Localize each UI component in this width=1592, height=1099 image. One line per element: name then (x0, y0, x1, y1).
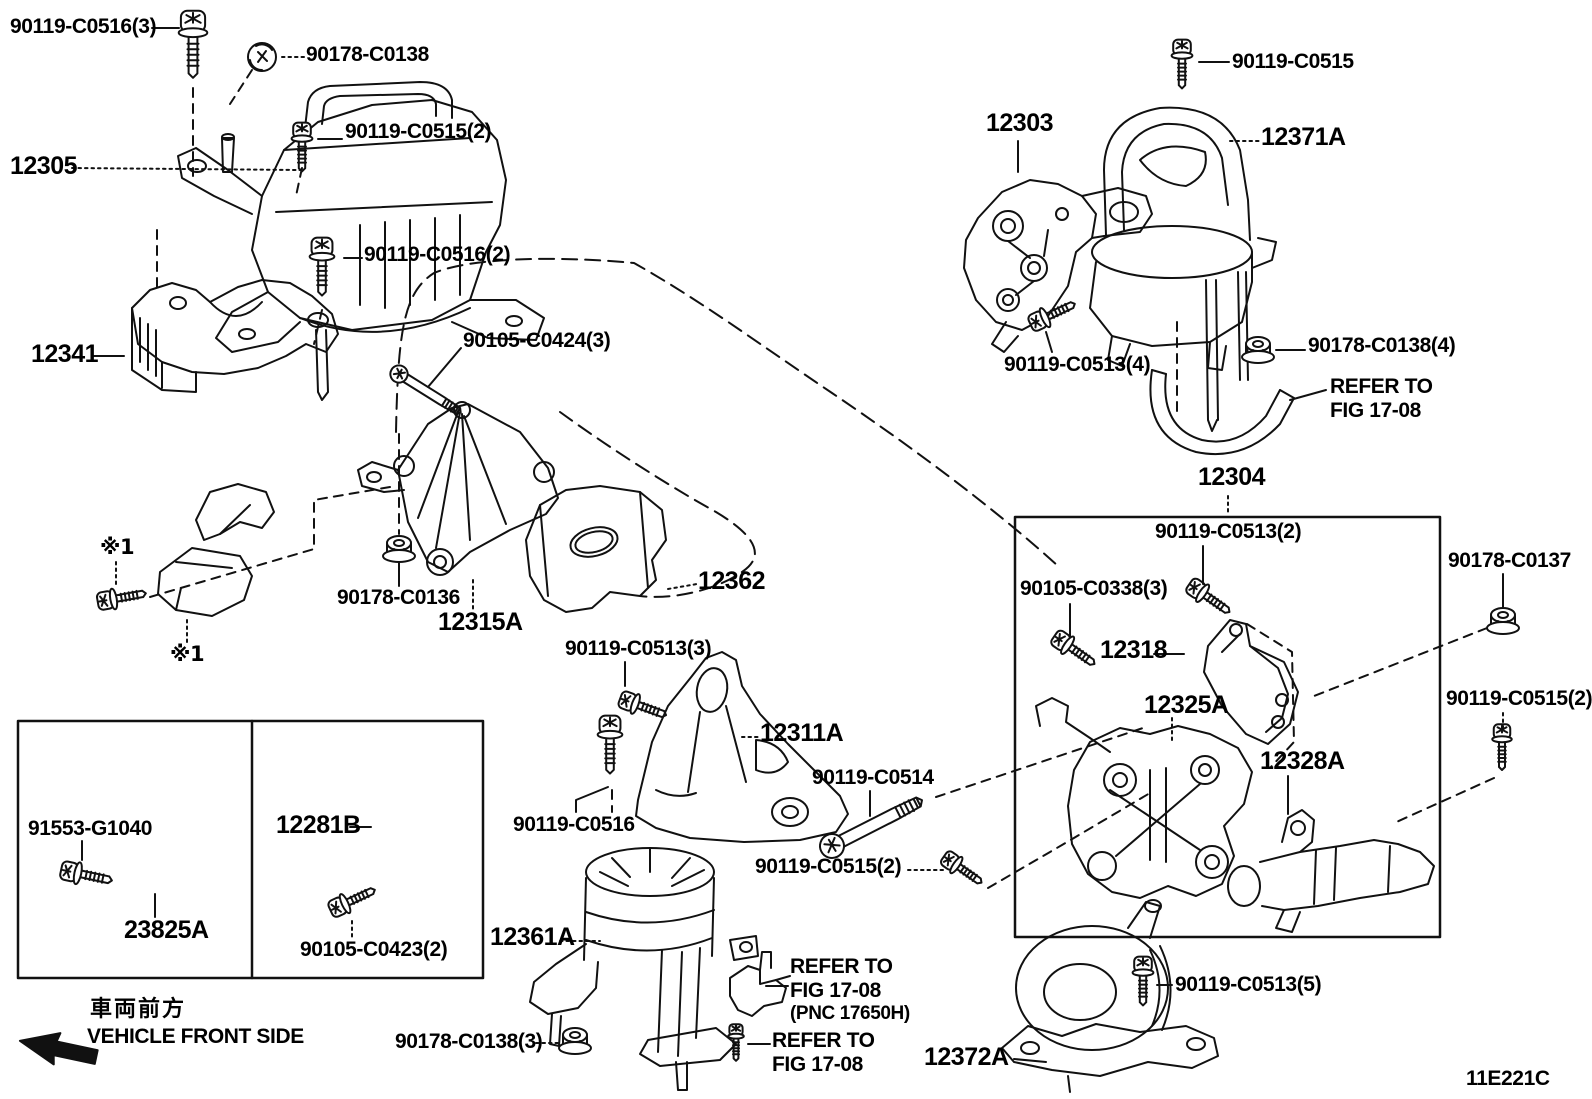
grommet-icon (247, 42, 277, 72)
part-12303-drawing (964, 180, 1152, 352)
bolt-icon (814, 788, 929, 864)
callout-90119-C0515-2-mid: 90119-C0515(2) (755, 855, 902, 878)
callout-12362: 12362 (698, 567, 766, 595)
callout-refer-fig-bottom: REFER TO FIG 17-08 (772, 1029, 875, 1077)
nut-icon (1486, 607, 1520, 635)
bolt-icon (1025, 293, 1080, 335)
bolt-icon (177, 9, 209, 79)
callout-note1-b: ※1 (170, 642, 205, 666)
callout-12372A: 12372A (924, 1043, 1009, 1071)
callout-12341: 12341 (31, 340, 99, 368)
part-12341-drawing (132, 280, 338, 392)
callout-90119-C0515: 90119-C0515 (1232, 50, 1354, 73)
part-12311a-drawing (636, 652, 848, 842)
refer-to-line: REFER TO (772, 1029, 875, 1052)
callout-refer-fig-top: REFER TO FIG 17-08 (1330, 375, 1433, 423)
callout-90119-C0516: 90119-C0516 (513, 813, 635, 836)
callout-90119-C0513-5: 90119-C0513(5) (1175, 973, 1322, 996)
callout-12311A: 12311A (760, 719, 844, 747)
refer-to-line: REFER TO (1330, 375, 1433, 398)
part-12362-drawing (526, 486, 666, 612)
callout-90119-C0515-2-top: 90119-C0515(2) (345, 120, 492, 143)
callout-12361A: 12361A (490, 923, 575, 951)
part-12328a-drawing (1228, 810, 1434, 932)
callout-90178-C0138-4: 90178-C0138(4) (1308, 334, 1456, 357)
callout-note1-a: ※1 (100, 535, 135, 559)
part-12361a-drawing (530, 848, 758, 1090)
callout-90105-C0338-3: 90105-C0338(3) (1020, 577, 1168, 600)
callout-12371A: 12371A (1261, 123, 1346, 151)
callout-90119-C0513-3: 90119-C0513(3) (565, 637, 712, 660)
callout-90119-C0513-2: 90119-C0513(2) (1155, 520, 1302, 543)
leader-lines-dotted (72, 57, 1503, 1043)
bolt-icon (1182, 574, 1237, 622)
refer-to-line: REFER TO (790, 955, 893, 978)
nut-icon (382, 535, 416, 563)
part-pnc-bracket-drawing (730, 952, 790, 1016)
callout-12318: 12318 (1100, 636, 1168, 664)
vehicle-front-label-en: VEHICLE FRONT SIDE (87, 1025, 304, 1048)
callout-90105-C0423-2: 90105-C0423(2) (300, 938, 448, 961)
callout-90119-C0516-3: 90119-C0516(3) (10, 15, 157, 38)
callout-12281B: 12281B (276, 811, 361, 839)
callout-90178-C0136: 90178-C0136 (337, 586, 460, 609)
fig-line: FIG 17-08 (1330, 399, 1421, 422)
bolt-icon (1131, 955, 1155, 1007)
callout-90178-C0137: 90178-C0137 (1448, 549, 1571, 572)
pnc-line: (PNC 17650H) (790, 1003, 910, 1024)
bolt-icon (290, 121, 314, 173)
part-12372a-drawing (1002, 900, 1218, 1092)
part-12318-drawing (1204, 620, 1298, 744)
vehicle-front-label-jp: 車両前方 (90, 997, 187, 1022)
callout-12328A: 12328A (1260, 747, 1345, 775)
engine-outline (396, 259, 1058, 597)
bolt-icon (1170, 38, 1194, 90)
bolt-icon (95, 582, 149, 613)
callout-90119-C0513-4: 90119-C0513(4) (1004, 353, 1151, 376)
nut-icon (558, 1027, 592, 1055)
part-clamp-drawing (158, 484, 274, 616)
bolt-icon (596, 714, 624, 775)
callout-12304: 12304 (1198, 463, 1266, 491)
part-12325a-drawing (1036, 698, 1252, 898)
callout-12325A: 12325A (1144, 691, 1229, 719)
figure-code: 11E221C (1466, 1067, 1550, 1090)
callout-12305: 12305 (10, 152, 78, 180)
assembly-box-12304 (1015, 517, 1440, 937)
nut-icon (1241, 336, 1275, 364)
callout-23825A: 23825A (124, 916, 209, 944)
fig-line: FIG 17-08 (790, 979, 881, 1002)
hose-drawing (1150, 370, 1294, 454)
part-12305-drawing (178, 82, 544, 400)
bolt-icon (727, 1023, 745, 1062)
bolt-icon (58, 858, 116, 893)
hidden-connection-dashes (150, 70, 1494, 888)
callout-90105-C0424-3: 90105-C0424(3) (463, 329, 611, 352)
callout-12315A: 12315A (438, 608, 523, 636)
bolt-icon (325, 879, 380, 921)
bolt-icon (1491, 723, 1513, 771)
callout-90178-C0138: 90178-C0138 (306, 43, 429, 66)
bolt-icon (1047, 626, 1102, 674)
bolt-icon (937, 847, 988, 892)
callout-91553-G1040: 91553-G1040 (28, 817, 153, 840)
leader-lines-solid (82, 28, 1503, 1062)
callout-90178-C0138-3: 90178-C0138(3) (395, 1030, 543, 1053)
variant-box (18, 721, 483, 978)
callout-12303: 12303 (986, 109, 1054, 137)
bolt-icon (308, 236, 336, 297)
callout-90119-C0516-2: 90119-C0516(2) (364, 243, 511, 266)
callout-90119-C0514: 90119-C0514 (812, 766, 934, 789)
callout-refer-fig-pnc: REFER TO FIG 17-08 (PNC 17650H) (790, 955, 910, 1025)
callout-90119-C0515-2-right: 90119-C0515(2) (1446, 687, 1592, 710)
fig-line: FIG 17-08 (772, 1053, 863, 1076)
vehicle-front-arrow (17, 1025, 100, 1073)
part-12371a-drawing (1090, 108, 1276, 431)
